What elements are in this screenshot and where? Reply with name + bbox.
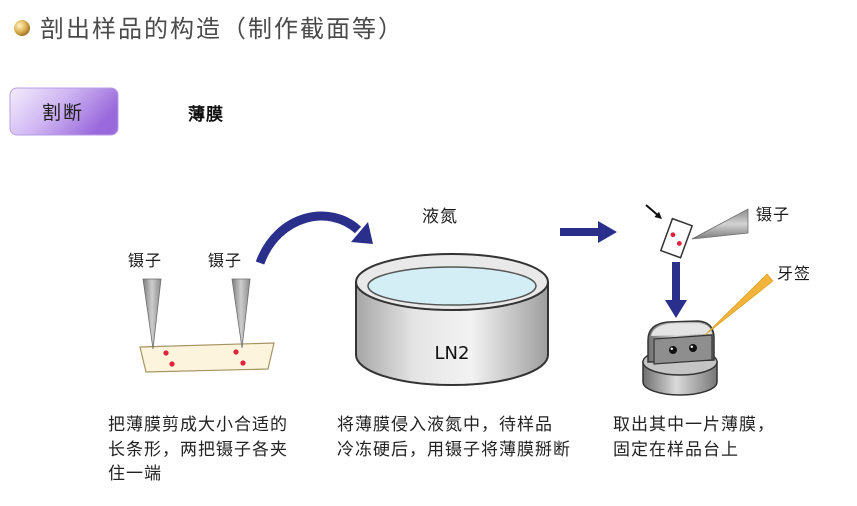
caption-line: 固定在样品台上 [613,440,739,460]
film-dot [240,360,246,366]
dewar-container [355,253,549,386]
film-piece-body [659,217,694,259]
step3-illustration: 镊子 牙签 [642,204,811,396]
liquid-nitrogen-label: 液氮 [422,207,458,227]
right-arrow-head [598,221,617,243]
dewar-body [355,281,549,386]
film-dot [163,350,169,356]
caption-line: 冷冻硬后，用镊子将薄膜掰断 [337,440,571,460]
toothpick-label: 牙签 [777,264,811,283]
caption-line: 住一端 [108,464,162,484]
curved-arrow-icon [255,211,373,265]
right-arrow-icon [560,221,617,243]
film-dot [670,232,676,238]
tweezers-left-label: 镊子 [128,251,162,270]
pointer-arrow-icon [645,204,662,219]
page-title: 剖出样品的构造（制作截面等） [40,15,404,43]
pointer-arrow-shaft [645,204,658,216]
film-dot [676,241,682,246]
section-subtitle: 薄膜 [188,104,224,125]
sample-stage-hole-highlight [670,347,673,350]
sample-stage-hole-highlight [690,345,693,348]
tweezers-right-label: 镊子 [208,251,242,270]
down-arrow-icon [665,262,687,318]
step2-illustration: 液氮 LN2 [355,207,549,386]
step2-caption: 将薄膜侵入液氮中，待样品 冷冻硬后，用镊子将薄膜掰断 [337,415,571,460]
film-strip [139,342,275,373]
caption-line: 取出其中一片薄膜， [613,415,775,435]
title-bar: 剖出样品的构造（制作截面等） [14,15,404,43]
step3-caption: 取出其中一片薄膜， 固定在样品台上 [613,415,775,460]
sample-stage [642,320,718,396]
caption-line: 将薄膜侵入液氮中，待样品 [337,415,553,435]
step1-caption: 把薄膜剪成大小合适的 长条形，两把镊子各夹 住一端 [108,415,288,484]
curved-arrow-shaft [255,211,362,265]
sample-stage-hole [669,346,677,354]
film-dot [233,349,239,355]
sample-stage-top-face [651,323,712,336]
caption-line: 长条形，两把镊子各夹 [108,440,288,460]
tweezers-left-icon [142,278,162,350]
sample-stage-hole [689,344,697,352]
curved-arrow-head [351,222,373,244]
film-piece [659,217,694,259]
tweezers-label: 镊子 [756,205,790,224]
tweezers-right-icon [231,278,251,349]
step1-illustration: 镊子 镊子 [128,251,275,373]
film-dot [169,361,175,367]
down-arrow-head [665,300,687,318]
section-tag-label: 割断 [42,102,84,124]
liquid-surface [367,266,537,306]
caption-line: 把薄膜剪成大小合适的 [108,415,288,435]
section-tag-background [9,87,119,136]
sample-stage-front-face [653,334,713,365]
toothpick [704,273,774,336]
ln2-label: LN2 [435,343,470,364]
section-tag: 割断 [9,87,119,136]
bullet-icon [14,20,30,36]
pointer-arrow-head [654,211,662,219]
tweezers-icon [691,208,749,240]
